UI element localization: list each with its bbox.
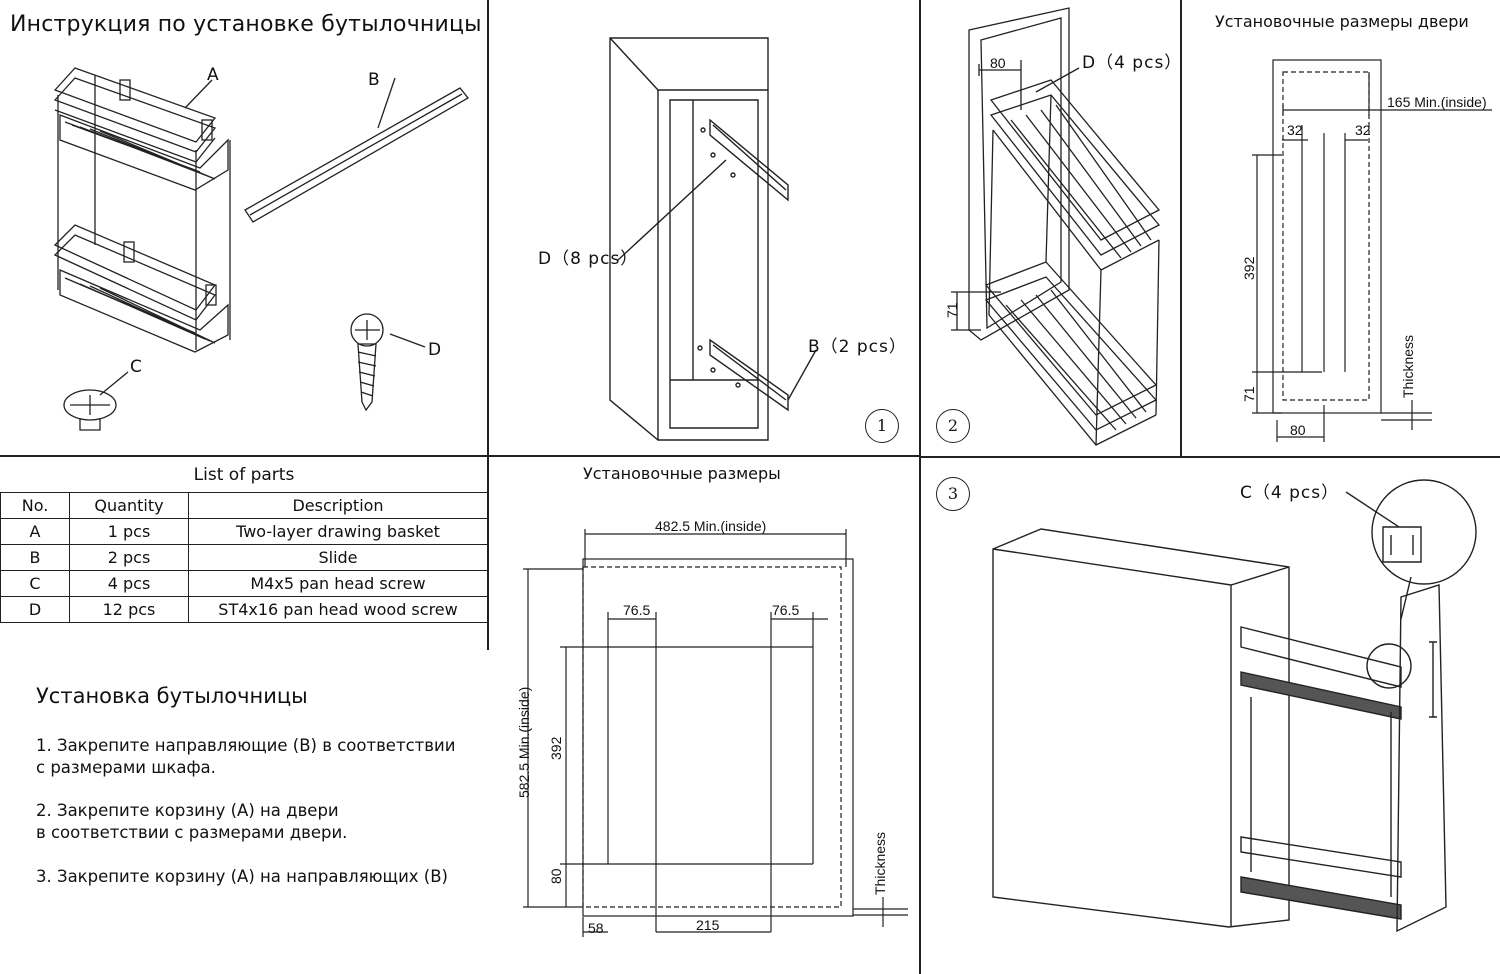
step2-dim-80: 80 — [990, 55, 1006, 71]
cell-desc: Two-layer drawing basket — [188, 518, 488, 545]
cell-qty: 2 pcs — [69, 544, 189, 571]
cab-dim-58: 58 — [588, 920, 604, 936]
cab-dims-heading: Установочные размеры — [583, 464, 781, 483]
step2-number: 2 — [936, 409, 970, 443]
header-quantity: Quantity — [69, 492, 189, 519]
door-dims-heading: Установочные размеры двери — [1215, 12, 1469, 31]
door-dim-71: 71 — [1241, 386, 1257, 402]
step-line: в соответствии с размерами двери. — [36, 823, 348, 842]
step1-label-d: D（8 pcs） — [538, 249, 639, 269]
step-line: 3. Закрепите корзину (A) на направляющих… — [36, 867, 448, 886]
door-dim-32a: 32 — [1287, 122, 1303, 138]
cab-dim-215: 215 — [696, 917, 720, 933]
door-dim-width: 165 Min.(inside) — [1387, 94, 1487, 110]
step3-number: 3 — [936, 477, 970, 511]
step-line: 1. Закрепите направляющие (B) в соответс… — [36, 736, 456, 755]
step2-basket-illustration — [951, 7, 1161, 446]
step2-dim-71: 71 — [944, 302, 960, 318]
cab-dim-thickness: Thickness — [872, 831, 888, 895]
install-step-3: 3. Закрепите корзину (A) на направляющих… — [36, 866, 448, 888]
step-line: 2. Закрепите корзину (A) на двери — [36, 801, 339, 820]
step1-number: 1 — [865, 409, 899, 443]
table-row: A 1 pcs Two-layer drawing basket — [0, 518, 488, 545]
cell-qty: 12 pcs — [69, 596, 189, 623]
cabinet-dimension-drawing — [523, 529, 908, 937]
divider-v2 — [919, 0, 921, 974]
install-step-1: 1. Закрепите направляющие (B) в соответс… — [36, 735, 455, 779]
cab-dim-76a: 76.5 — [623, 602, 651, 618]
label-c: C — [130, 357, 142, 377]
door-dimension-drawing — [1252, 59, 1492, 442]
cab-dim-76b: 76.5 — [772, 602, 800, 618]
door-dim-392: 392 — [1241, 256, 1257, 280]
cab-dim-width: 482.5 Min.(inside) — [655, 518, 767, 534]
header-description: Description — [188, 492, 488, 519]
install-heading: Установка бутылочницы — [36, 684, 308, 708]
cell-desc: ST4x16 pan head wood screw — [188, 596, 488, 623]
step1-label-b: B（2 pcs） — [808, 337, 907, 357]
install-step-2: 2. Закрепите корзину (A) на двери в соот… — [36, 800, 347, 844]
parts-table-caption: List of parts — [0, 458, 488, 493]
door-dim-32b: 32 — [1355, 122, 1371, 138]
label-d: D — [428, 340, 442, 360]
divider-v1 — [487, 0, 489, 650]
cab-dim-392: 392 — [548, 736, 564, 760]
label-a: A — [207, 65, 219, 85]
step2-label-d: D（4 pcs） — [1082, 53, 1183, 73]
table-row: D 12 pcs ST4x16 pan head wood screw — [0, 596, 488, 623]
cell-no: D — [0, 596, 70, 623]
page-title: Инструкция по установке бутылочницы — [10, 12, 482, 37]
cell-qty: 1 pcs — [69, 518, 189, 545]
divider-h-right — [919, 456, 1500, 458]
cell-desc: M4x5 pan head screw — [188, 570, 488, 597]
cell-no: B — [0, 544, 70, 571]
cab-dim-80: 80 — [548, 868, 564, 884]
parts-table: List of parts No. Quantity Description A… — [0, 458, 488, 623]
step1-cabinet-illustration — [609, 37, 817, 441]
table-row: B 2 pcs Slide — [0, 544, 488, 571]
step-line: с размерами шкафа. — [36, 758, 216, 777]
table-row: C 4 pcs M4x5 pan head screw — [0, 570, 488, 597]
divider-h-left — [0, 455, 919, 457]
cell-no: C — [0, 570, 70, 597]
door-dim-80: 80 — [1290, 422, 1306, 438]
label-b: B — [368, 70, 380, 90]
basket-illustration — [53, 67, 469, 431]
cell-qty: 4 pcs — [69, 570, 189, 597]
step3-label-c: C（4 pcs） — [1240, 483, 1340, 503]
step3-cabinet-illustration — [992, 479, 1477, 933]
divider-v3 — [1180, 0, 1182, 456]
header-no: No. — [0, 492, 70, 519]
door-dim-thickness: Thickness — [1400, 334, 1416, 398]
cab-dim-height: 582.5 Min.(inside) — [516, 686, 532, 798]
cell-desc: Slide — [188, 544, 488, 571]
cell-no: A — [0, 518, 70, 545]
